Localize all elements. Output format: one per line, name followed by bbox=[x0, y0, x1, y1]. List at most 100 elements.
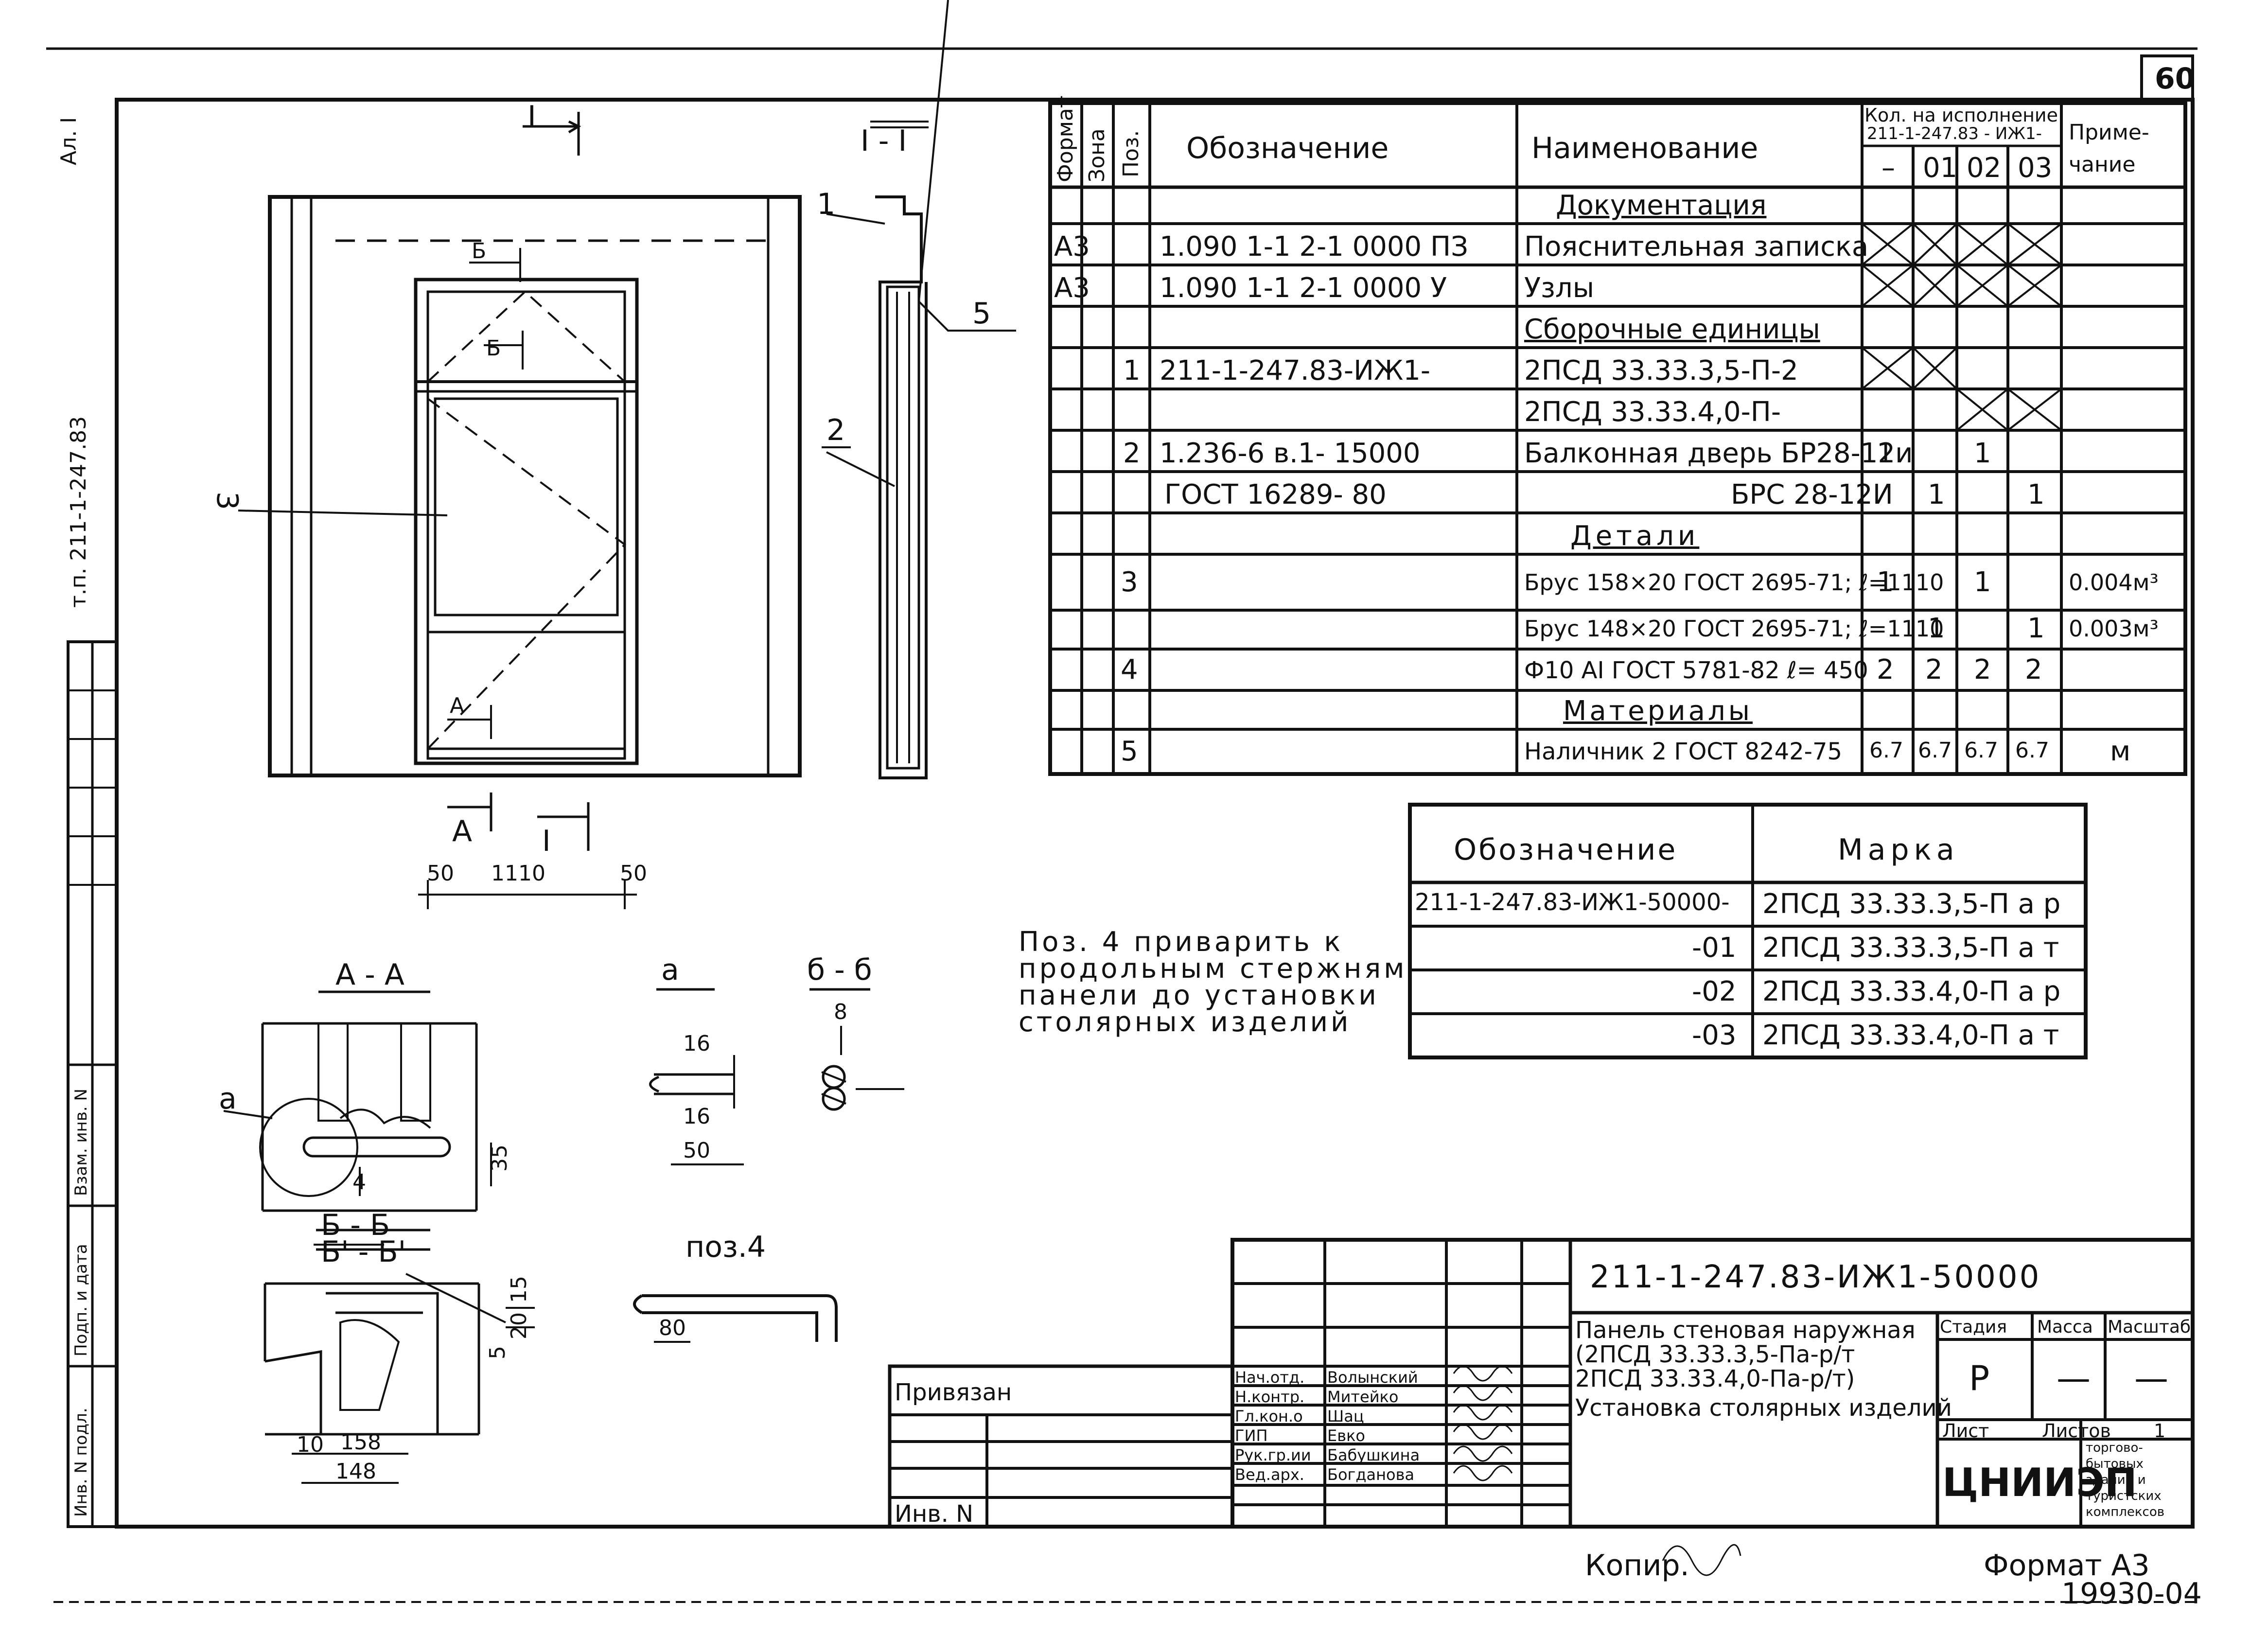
mark-row0-mark: 2ПСД 33.33.3,5-П а р bbox=[1762, 888, 2061, 920]
note-line-4: столярных изделий bbox=[1019, 1006, 1352, 1038]
staff-role-4: Рук.гр.ии bbox=[1235, 1446, 1311, 1464]
row6-name: Балконная дверь БР28-12и bbox=[1524, 438, 1913, 469]
mark-row1-mark: 2ПСД 33.33.3,5-П а т bbox=[1762, 932, 2059, 964]
label-a-bottom: А bbox=[452, 814, 473, 848]
detail-bb-title: б - б bbox=[807, 953, 872, 987]
hdr-var-1: 01 bbox=[1923, 152, 1958, 184]
row13-qty-1: 6.7 bbox=[1918, 738, 1952, 763]
sheets-label: Листов bbox=[2042, 1420, 2111, 1442]
stage-label: Стадия bbox=[1940, 1317, 2007, 1337]
section-parts: Детали bbox=[1570, 520, 1700, 552]
row10-name: Брус 148×20 ГОСТ 2695-71; ℓ=1110 bbox=[1524, 616, 1944, 642]
hdr-var-3: 03 bbox=[2018, 152, 2053, 184]
row13-pos: 5 bbox=[1121, 736, 1138, 767]
scale-label: Масштаб bbox=[2108, 1317, 2191, 1337]
dim-a-16-top: 16 bbox=[683, 1031, 710, 1056]
mark-row2-designation: -02 bbox=[1692, 976, 1737, 1007]
archive-number: 19930-04 bbox=[2061, 1577, 2202, 1611]
row1-format: А3 bbox=[1054, 231, 1090, 263]
row6-qty-2: 1 bbox=[1974, 438, 1991, 469]
label-b-lower: Б bbox=[486, 336, 501, 361]
note-line-2: продольным стержням bbox=[1019, 953, 1407, 985]
row13-qty-3: 6.7 bbox=[2015, 738, 2049, 763]
row10-qty-1: 1 bbox=[1928, 613, 1945, 644]
dim-a-16-bottom: 16 bbox=[683, 1104, 710, 1129]
dim-aa-35: 35 bbox=[487, 1144, 512, 1172]
signatures bbox=[1453, 1365, 1741, 1576]
dim-b-20: 20 bbox=[507, 1312, 531, 1339]
dim-bb-8: 8 bbox=[834, 1000, 847, 1024]
dim-b-15: 15 bbox=[507, 1276, 531, 1303]
mark-row3-designation: -03 bbox=[1692, 1020, 1737, 1051]
side-cell-inv: Инв. N подл. bbox=[71, 1408, 91, 1517]
project-code-side: т.п. 211-1-247.83 bbox=[66, 416, 91, 608]
hdr-qty-doc: 211-1-247.83 - ИЖ1- bbox=[1867, 124, 2042, 143]
section-i-i bbox=[822, 0, 1016, 779]
row7-name: БРС 28-12И bbox=[1731, 479, 1893, 510]
scale-value: — bbox=[2134, 1358, 2168, 1398]
row7-designation: ГОСТ 16289- 80 bbox=[1164, 479, 1387, 510]
staff-role-0: Нач.отд. bbox=[1235, 1368, 1305, 1387]
mark-table-grid bbox=[1408, 803, 2088, 1059]
staff-name-4: Бабушкина bbox=[1327, 1446, 1420, 1464]
staff-role-1: Н.контр. bbox=[1235, 1388, 1305, 1406]
mark-row3-mark: 2ПСД 33.33.4,0-П а т bbox=[1762, 1020, 2059, 1051]
section-assembly: Сборочные единицы bbox=[1524, 314, 1820, 345]
hdr-pos: Поз. bbox=[1119, 130, 1143, 177]
row2-format: А3 bbox=[1054, 272, 1090, 304]
detail-a-a bbox=[223, 990, 492, 1251]
title-line-3: 2ПСД 33.33.4,0-Па-р/т) bbox=[1575, 1365, 1855, 1392]
mark-row1-designation: -01 bbox=[1692, 932, 1737, 964]
org-desc-1: торгово- bbox=[2086, 1441, 2143, 1455]
spec-table-grid bbox=[1048, 101, 2187, 776]
row10-note: 0.003м³ bbox=[2069, 616, 2159, 642]
detail-bb-title-2: Б' - Б' bbox=[321, 1235, 406, 1269]
hdr-note: Приме- чание bbox=[2069, 120, 2149, 177]
album-label: Ал. I bbox=[56, 117, 81, 165]
hdr-zone: Зона bbox=[1085, 128, 1109, 182]
row11-qty-2: 2 bbox=[1974, 654, 1991, 686]
sheet-number: 60 bbox=[2155, 62, 2196, 96]
callout-5: 5 bbox=[972, 297, 991, 331]
mark-hdr-mark: Марка bbox=[1838, 833, 1959, 867]
sheets-value: 1 bbox=[2154, 1420, 2166, 1442]
format-label: Формат А3 bbox=[1984, 1549, 2150, 1583]
row9-note: 0.004м³ bbox=[2069, 569, 2159, 596]
row11-name: Ф10 АI ГОСТ 5781-82 ℓ= 450 bbox=[1524, 657, 1868, 684]
hdr-designation: Обозначение bbox=[1186, 131, 1389, 165]
side-cell-sign: Подп. и дата bbox=[71, 1244, 91, 1356]
row2-designation: 1.090 1-1 2-1 0000 У bbox=[1160, 272, 1447, 304]
row7-qty-1: 1 bbox=[1928, 479, 1945, 510]
note-line-3: панели до установки bbox=[1019, 980, 1379, 1011]
title-line-4: Установка столярных изделий bbox=[1575, 1394, 1952, 1422]
row13-qty-2: 6.7 bbox=[1964, 738, 1998, 763]
dim-b-10: 10 bbox=[297, 1432, 324, 1457]
hdr-format: Формат bbox=[1053, 95, 1078, 182]
dim-aa-4: 4 bbox=[352, 1170, 366, 1195]
dim-front-2: 50 bbox=[620, 861, 647, 886]
row13-name: Наличник 2 ГОСТ 8242-75 bbox=[1524, 738, 1843, 765]
staff-role-5: Вед.арх. bbox=[1235, 1465, 1304, 1484]
hdr-qty: Кол. на исполнение bbox=[1864, 105, 2058, 126]
org-desc-5: комплексов bbox=[2086, 1505, 2165, 1519]
row4-name: 2ПСД 33.33.3,5-П-2 bbox=[1524, 355, 1798, 387]
detail-bb-title-1: Б - Б bbox=[321, 1208, 390, 1242]
row9-qty-0: 1 bbox=[1877, 566, 1894, 598]
dim-b-148: 148 bbox=[335, 1459, 376, 1484]
row9-name: Брус 158×20 ГОСТ 2695-71; ℓ=1110 bbox=[1524, 569, 1944, 596]
dim-a-50: 50 bbox=[683, 1138, 710, 1163]
section-materials: Материалы bbox=[1563, 695, 1753, 727]
binding-label: Привязан bbox=[895, 1379, 1012, 1406]
mass-label: Масса bbox=[2037, 1317, 2093, 1337]
side-cell-replace: Взам. инв. N bbox=[71, 1089, 91, 1196]
row13-note: м bbox=[2110, 736, 2131, 767]
detail-aa-title: А - А bbox=[335, 958, 404, 992]
row6-designation: 1.236-6 в.1- 15000 bbox=[1160, 438, 1421, 469]
staff-name-5: Богданова bbox=[1327, 1465, 1415, 1484]
section-documentation: Документация bbox=[1556, 190, 1767, 221]
callout-3: 3 bbox=[210, 491, 245, 510]
callout-1: 1 bbox=[817, 187, 836, 221]
row2-name: Узлы bbox=[1524, 272, 1594, 304]
dim-b-158: 158 bbox=[340, 1430, 381, 1455]
